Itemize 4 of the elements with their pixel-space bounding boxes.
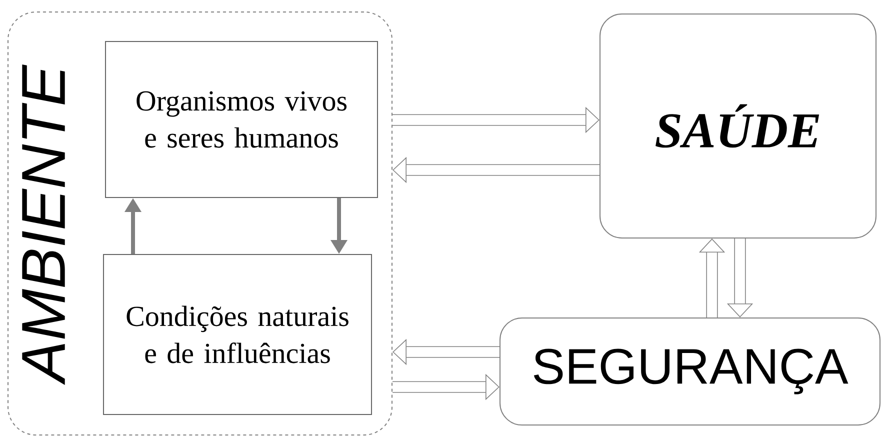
rounded-box: SAÚDE — [600, 14, 876, 238]
process-box: Organismos vivos e seres humanos — [105, 41, 378, 198]
rounded-box: SEGURANÇA — [500, 318, 880, 426]
process-box: Condições naturais e de influências — [103, 254, 372, 415]
